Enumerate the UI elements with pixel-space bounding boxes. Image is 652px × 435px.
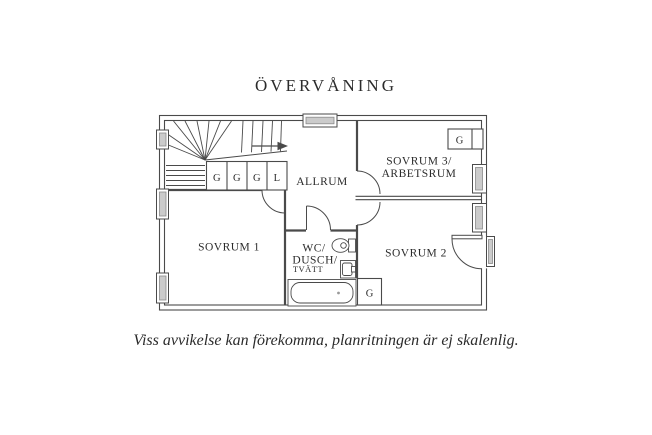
window-right-1 (472, 164, 487, 194)
window-left-2 (156, 188, 169, 220)
window-top (302, 113, 338, 128)
closet-label: G (456, 136, 464, 147)
door-allrum-sovrum1 (261, 189, 286, 214)
window-right-2 (472, 203, 487, 233)
interior-walls (164, 120, 482, 305)
toilet-symbol (331, 238, 356, 253)
room-label-sovrum3-line1: SOVRUM 3/ (386, 156, 452, 168)
room-label-wc-line2: DUSCH/ (292, 255, 337, 267)
closet-sovrum3: G (447, 128, 484, 150)
disclaimer-text: Viss avvikelse kan förekomma, planritnin… (133, 332, 519, 349)
staircase (165, 120, 288, 186)
bathtub-symbol (287, 279, 357, 307)
room-label-sovrum1: SOVRUM 1 (198, 242, 260, 254)
room-label-wc-line1: WC/ (302, 243, 326, 255)
closet-row-hall: G G G L (205, 160, 288, 191)
window-left-3 (156, 272, 169, 304)
room-label-sovrum2: SOVRUM 2 (385, 248, 447, 260)
closet-label: G (213, 173, 221, 184)
door-wc (306, 205, 331, 231)
closet-label: G (233, 173, 241, 184)
door-allrum-sovrum3 (356, 170, 381, 195)
closet-label: G (366, 289, 374, 300)
closet-label: G (253, 173, 261, 184)
closet-bath: G (356, 277, 383, 306)
sink-symbol (340, 260, 356, 279)
window-left-1 (156, 129, 169, 150)
closet-label: L (274, 173, 280, 184)
page-title: ÖVERVÅNING (255, 76, 397, 95)
door-allrum-sovrum2 (356, 201, 381, 226)
balcony-door (451, 234, 495, 270)
room-label-wc-line3: TVÄTT (293, 264, 324, 274)
room-label-allrum: ALLRUM (296, 176, 348, 188)
stair-direction-arrow-icon (252, 141, 288, 151)
room-label-sovrum3-line2: ARBETSRUM (382, 168, 457, 180)
